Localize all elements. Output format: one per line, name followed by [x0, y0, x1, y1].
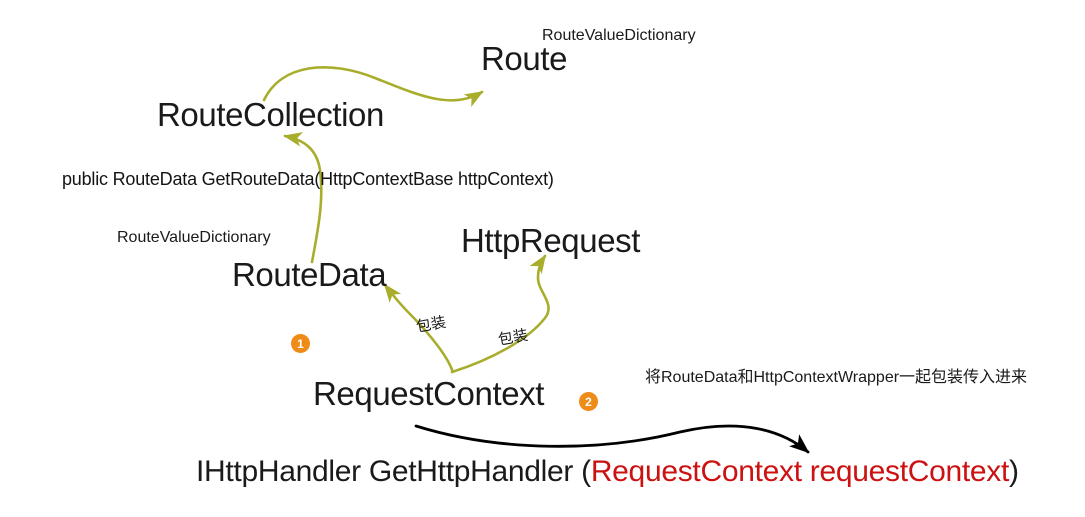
- annotation-wrap-right: 包装: [496, 326, 530, 349]
- annotation-method-signature: public RouteData GetRouteData(HttpContex…: [62, 169, 554, 189]
- badge-step-1: 1: [291, 334, 310, 353]
- arrow-requestcontext-to-signature: [414, 424, 810, 454]
- annotation-route-value-dictionary-top: RouteValueDictionary: [542, 27, 696, 44]
- node-route-collection: RouteCollection: [157, 96, 384, 133]
- signature-prefix: IHttpHandler GetHttpHandler (: [196, 455, 591, 488]
- bottom-signature: IHttpHandler GetHttpHandler (RequestCont…: [196, 457, 1019, 487]
- signature-suffix: ): [1009, 455, 1019, 488]
- node-route: Route: [481, 40, 568, 77]
- annotation-route-value-dictionary-left: RouteValueDictionary: [117, 229, 271, 246]
- annotation-wrap-left: 包装: [414, 313, 448, 336]
- node-request-context: RequestContext: [313, 375, 545, 412]
- node-route-data: RouteData: [232, 256, 387, 293]
- annotation-wrapper-note: 将RouteData和HttpContextWrapper一起包装传入进来: [645, 369, 1028, 386]
- node-http-request: HttpRequest: [461, 222, 641, 259]
- arrow-routedata-to-routecollection: [283, 132, 323, 264]
- signature-highlight: RequestContext requestContext: [590, 455, 1010, 488]
- badge-step-2: 2: [579, 392, 598, 411]
- arrow-requestcontext-to-httprequest: [450, 254, 550, 374]
